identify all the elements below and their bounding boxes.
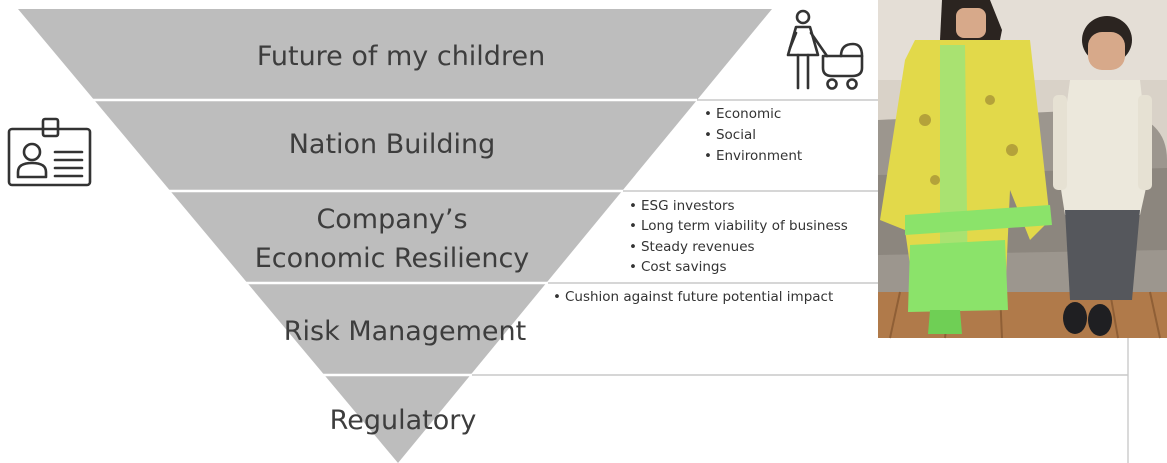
bullet-economic: •Economic xyxy=(704,106,781,122)
id-badge-icon xyxy=(7,117,92,187)
level-label-economic-resiliency: Economic Resiliency xyxy=(255,243,530,274)
bullet-cost-savings: •Cost savings xyxy=(629,259,726,275)
bullet-social: •Social xyxy=(704,127,756,143)
children-photo xyxy=(878,0,1167,339)
bullet-long-term-viability: •Long term viability of business xyxy=(629,218,848,234)
level-label-companys: Company’s xyxy=(316,204,467,235)
pyramid-dividers xyxy=(90,98,697,377)
inverted-pyramid xyxy=(18,9,772,463)
level-label-regulatory: Regulatory xyxy=(330,405,477,436)
mother-with-stroller-icon xyxy=(786,9,864,90)
bullet-esg-investors: •ESG investors xyxy=(629,198,735,214)
bullet-environment: •Environment xyxy=(704,148,802,164)
bullet-cushion-against-impact: •Cushion against future potential impact xyxy=(553,289,833,305)
level-guide-lines xyxy=(472,99,1129,463)
level-label-nation-building: Nation Building xyxy=(289,129,496,160)
bullet-steady-revenues: •Steady revenues xyxy=(629,239,755,255)
level-label-future-of-my-children: Future of my children xyxy=(257,41,545,72)
level-label-risk-management: Risk Management xyxy=(284,316,526,347)
